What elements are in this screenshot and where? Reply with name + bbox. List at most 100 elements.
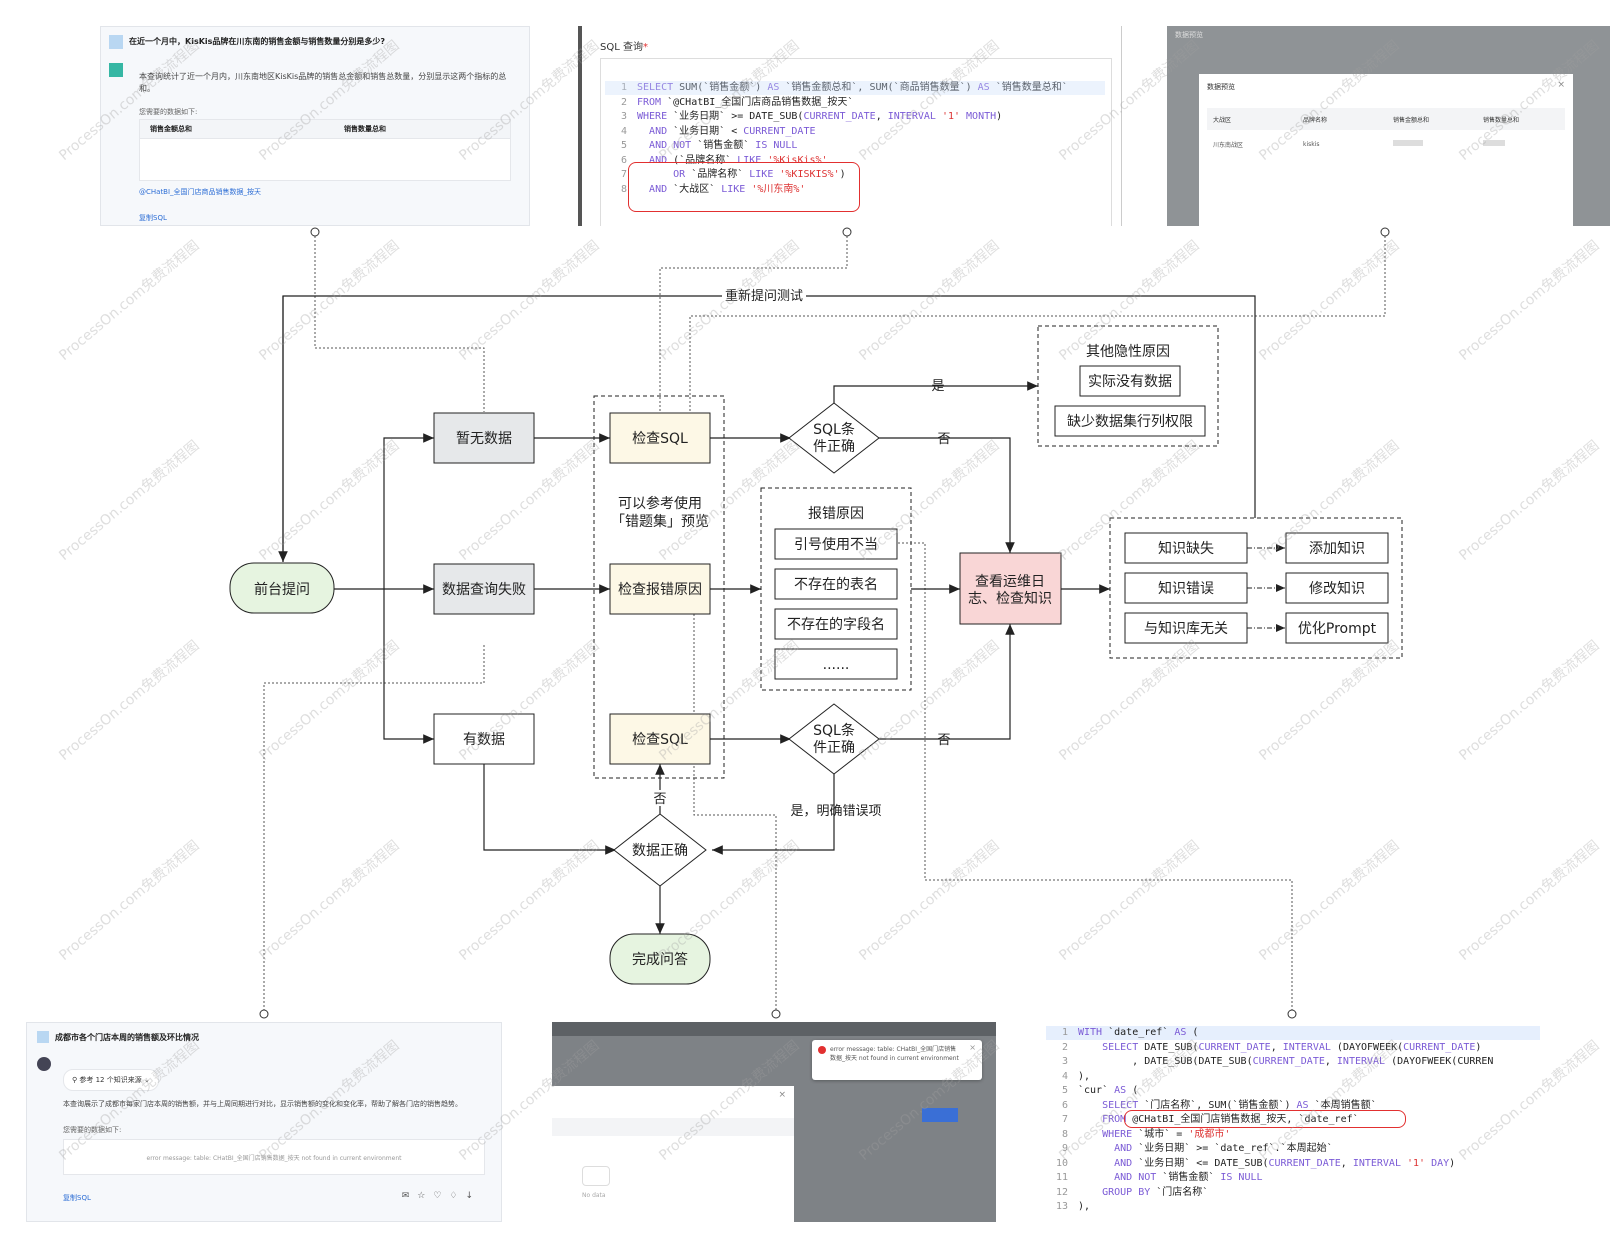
label-no-top: 否 <box>937 432 950 447</box>
code-line: 8 WHERE `城市` = '成都市' <box>1061 1128 1231 1140</box>
knowledge-ref-toggle[interactable]: ⚲ 参考 12 个知识来源 ⌄ <box>63 1069 159 1091</box>
node-check-logs-line1: 查看运维日 <box>975 574 1045 590</box>
node-check-logs <box>959 552 1062 625</box>
question-text: 在近一个月中，KisKis品牌在川东南的销售金额与销售数量分别是多少? <box>129 37 386 46</box>
node-knowledge-unrelated-label: 与知识库无关 <box>1144 620 1228 637</box>
node-err-quote-label: 引号使用不当 <box>794 536 878 553</box>
preview-dialog: 数据预览 × 大战区 品牌名称 销售金额总和 销售数量总和 川东南战区 kisk… <box>1199 74 1573 226</box>
node-check-logs-line2: 志、检查知识 <box>968 590 1052 607</box>
question-text: 成都市各个门店本周的销售额及环比情况 <box>55 1033 199 1042</box>
screenshot-chat-query-fail: 成都市各个门店本周的销售额及环比情况 ⚲ 参考 12 个知识来源 ⌄ 本查询展示… <box>26 1022 502 1222</box>
knowledge-container <box>1109 517 1403 659</box>
node-front-question-label: 前台提问 <box>254 581 310 598</box>
label-yes: 是 <box>931 379 944 394</box>
node-check-error-label: 检查报错原因 <box>618 582 702 598</box>
close-icon[interactable]: × <box>778 1090 786 1100</box>
code-line: 7 FROM @CHatBI_全国门店销售数据_按天, `date_ref` <box>1061 1114 1359 1125</box>
decision-sql-bottom-line1: SQL条 <box>813 722 855 739</box>
label-no-data-correct: 否 <box>653 792 666 807</box>
node-knowledge-wrong-label: 知识错误 <box>1158 580 1214 597</box>
node-err-table-label: 不存在的表名 <box>794 577 878 593</box>
outer-title: 数据预览 <box>1175 31 1203 39</box>
code-line: 6 SELECT `门店名称`, SUM(`销售金额`) AS `本周销售额` <box>1061 1099 1377 1111</box>
node-check-sql-bottom <box>609 713 711 765</box>
label-yes-error: 是，明确错误项 <box>790 804 881 819</box>
decision-sql-top <box>788 402 880 474</box>
node-done-label: 完成问答 <box>632 951 688 968</box>
code-line: 5 AND NOT `销售金额` IS NULL <box>620 140 798 151</box>
node-optimize-prompt-label: 优化Prompt <box>1298 621 1377 637</box>
col-sales-amount[interactable]: 销售金额总和 <box>150 125 192 133</box>
node-add-knowledge-label: 添加知识 <box>1309 540 1365 557</box>
link-p1 <box>314 232 485 412</box>
node-check-sql-bottom-label: 检查SQL <box>632 732 688 748</box>
user-avatar <box>109 35 123 49</box>
toast-close-icon[interactable]: × <box>969 1043 976 1052</box>
answer-desc: 本查询统计了近一个月内，川东南地区KisKis品牌的销售总金额和销售总数量，分别… <box>139 72 507 93</box>
copy-sql-button[interactable]: 复制SQL <box>63 1194 91 1202</box>
col-amount: 销售金额总和 <box>1393 116 1430 124</box>
check-group-container <box>593 395 725 779</box>
node-err-table <box>774 568 898 600</box>
node-no-permission <box>1054 405 1206 437</box>
highlight-annotation <box>1124 1110 1406 1128</box>
hint-line-1: 可以参考使用 <box>618 495 702 512</box>
no-data-text: No data <box>582 1192 606 1199</box>
highlight-annotation <box>628 162 860 212</box>
preview-row: 川东南战区 kiskis <box>1207 136 1565 152</box>
node-query-failed-label: 数据查询失败 <box>442 582 526 598</box>
result-table: 销售金额总和 销售数量总和 <box>139 119 511 181</box>
link-p6 <box>898 542 1293 1014</box>
node-knowledge-missing-label: 知识缺失 <box>1158 540 1214 557</box>
node-no-permission-label: 缺少数据集行列权限 <box>1067 413 1193 430</box>
node-optimize-prompt <box>1285 612 1389 644</box>
node-query-failed <box>433 563 535 615</box>
node-edit-knowledge-label: 修改知识 <box>1309 580 1365 597</box>
bot-avatar <box>109 63 123 77</box>
decision-sql-top-line1: SQL条 <box>813 421 855 438</box>
node-check-error <box>609 563 711 615</box>
node-add-knowledge <box>1285 532 1389 564</box>
decision-sql-top-line2: 件正确 <box>813 439 855 455</box>
error-reasons-title: 报错原因 <box>808 506 864 522</box>
copy-sql-button[interactable]: 复制SQL <box>139 214 167 222</box>
dialog-title: 数据预览 <box>1207 83 1235 91</box>
link-p3 <box>689 232 1386 412</box>
code-line: 6 AND (`品牌名称` LIKE '%KisKis%' <box>620 154 828 166</box>
error-toast: error message: table: CHatBI_全国门店销售数据_按天… <box>812 1040 982 1080</box>
data-label: 您需要的数据如下: <box>139 108 198 116</box>
node-err-more-label: ...... <box>823 657 850 673</box>
code-line: 12 GROUP BY `门店名称` <box>1055 1186 1209 1198</box>
confirm-button[interactable] <box>922 1108 958 1122</box>
sql-query-title: SQL 查询* <box>600 42 648 53</box>
code-line: 10 AND `业务日期` <= DATE_SUB(CURRENT_DATE, … <box>1055 1157 1456 1169</box>
user-avatar <box>37 1031 49 1043</box>
action-icons[interactable]: ✉☆♡♢↓ <box>401 1191 481 1201</box>
link-p4 <box>263 645 485 1014</box>
node-err-more <box>774 648 898 680</box>
code-line: 8 AND `大战区` LIKE '%川东南%' <box>620 183 806 195</box>
node-no-data <box>433 412 535 464</box>
node-no-data-label: 暂无数据 <box>456 431 512 447</box>
node-knowledge-missing <box>1124 532 1248 564</box>
data-label: 您需要的数据如下: <box>63 1126 122 1134</box>
empty-icon <box>582 1166 610 1186</box>
col-brand: 品牌名称 <box>1303 116 1328 124</box>
col-sales-qty[interactable]: 销售数量总和 <box>344 125 386 133</box>
node-done <box>609 933 711 985</box>
col-zone: 大战区 <box>1213 116 1232 124</box>
source-link[interactable]: @CHatBI_全国门店商品销售数据_按天 <box>139 188 262 196</box>
toast-message: error message: table: CHatBI_全国门店销售数据_按天… <box>830 1046 959 1062</box>
node-err-quote <box>774 528 898 560</box>
answer-desc: 本查询展示了成都市每家门店本周的销售额，并与上周同期进行对比，显示销售额的变化和… <box>63 1100 462 1108</box>
close-icon[interactable]: × <box>1557 80 1565 90</box>
other-reasons-title: 其他隐性原因 <box>1086 344 1170 360</box>
code-line: 3 , DATE_SUB(DATE_SUB(CURRENT_DATE, INTE… <box>1061 1056 1494 1067</box>
code-line: 5`cur` AS ( <box>1061 1085 1139 1096</box>
screenshot-error-dialog: × No data error message: table: CHatBI_全… <box>552 1022 996 1222</box>
